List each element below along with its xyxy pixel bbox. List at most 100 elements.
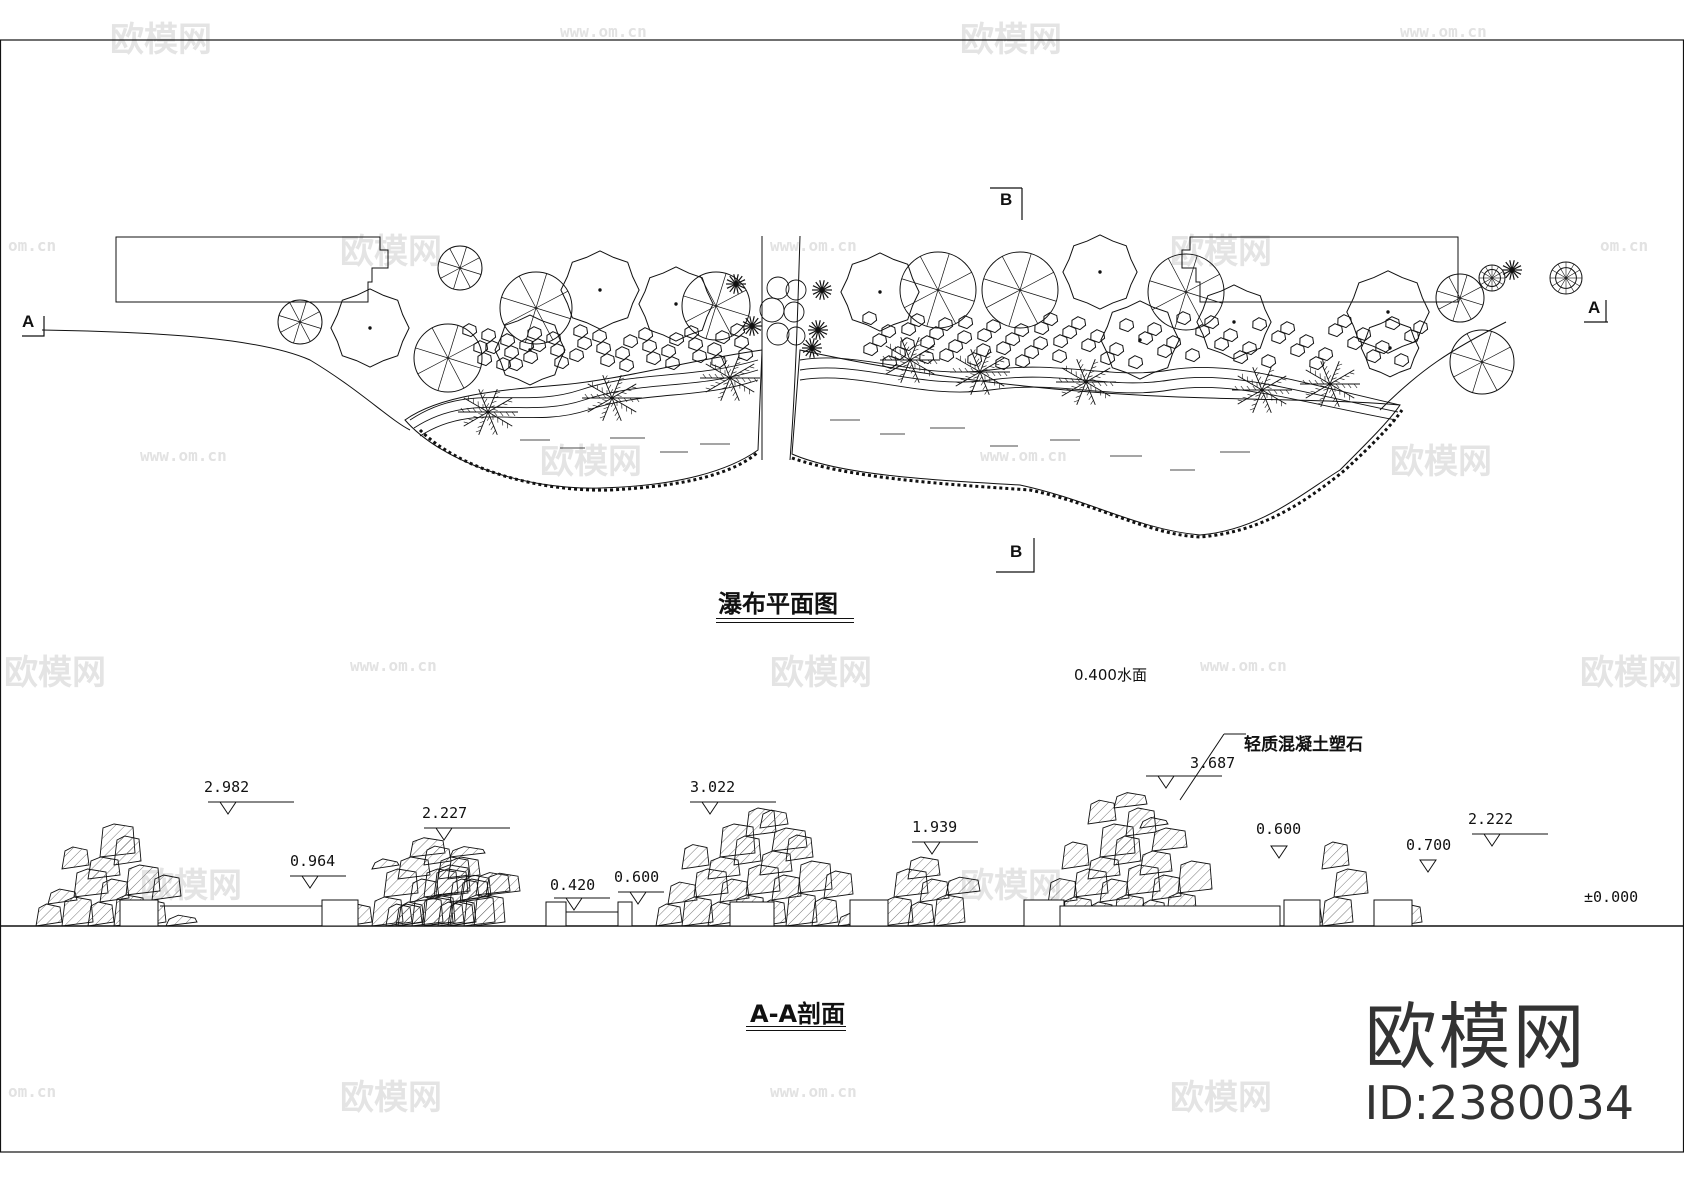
elevation-marker	[208, 801, 294, 815]
elevation-label: 0.600	[614, 868, 660, 886]
fern-symbol	[880, 337, 940, 383]
section-rock	[1177, 860, 1213, 894]
section-rock	[113, 835, 142, 866]
elevation-label: 3.687	[1190, 754, 1236, 772]
section-view	[0, 733, 1684, 927]
section-rock	[397, 856, 431, 880]
tree-symbol	[1449, 329, 1515, 395]
fern-symbol	[582, 375, 642, 421]
shrub-symbol	[812, 280, 832, 300]
rock-symbol	[1252, 317, 1268, 332]
elevation-markers	[208, 775, 1548, 911]
elevation-marker	[690, 801, 776, 815]
watermark-brand: 欧模网	[1390, 442, 1492, 482]
fern-symbol	[1056, 359, 1116, 405]
rock-symbol	[669, 332, 685, 347]
elevation-label: 2.982	[204, 778, 250, 796]
plan-trees	[277, 234, 1583, 395]
tree-symbol	[330, 288, 410, 368]
plan-title-underline	[716, 618, 854, 619]
rock-symbol	[948, 339, 964, 354]
section-rock	[61, 896, 94, 927]
section-rock	[1125, 807, 1157, 837]
rock-symbol	[1404, 329, 1420, 344]
watermark-url: om.cn	[8, 236, 57, 255]
section-mark-a-right: A	[1588, 298, 1601, 317]
rock-symbol	[1034, 321, 1050, 336]
tree-symbol	[1062, 234, 1138, 310]
fern-symbol	[950, 349, 1010, 395]
rock-symbol	[986, 319, 1002, 334]
rock-symbol	[1375, 340, 1391, 355]
rock-symbol	[1366, 349, 1382, 364]
watermark-brand: 欧模网	[340, 1078, 442, 1118]
rock-symbol	[1100, 351, 1116, 366]
plan-title: 瀑布平面图	[718, 590, 838, 618]
plan-title-underline	[716, 622, 854, 623]
rock-symbol	[910, 313, 926, 328]
watermark-url: www.om.cn	[770, 1082, 857, 1101]
rock-symbol	[1385, 316, 1401, 331]
rock-symbol	[684, 325, 700, 340]
brand-name: 欧模网	[1364, 995, 1587, 1079]
section-rock	[1113, 835, 1142, 866]
rock-symbol	[508, 357, 524, 372]
rock-symbol	[546, 331, 562, 346]
rock-symbol	[901, 322, 917, 337]
rock-symbol	[995, 356, 1011, 371]
rock-symbol	[958, 315, 974, 330]
rock-symbol	[473, 340, 489, 355]
rock-symbol	[862, 311, 878, 326]
tree-symbol	[1549, 261, 1583, 295]
brand-block: 欧模网 ID:2380034	[1365, 997, 1634, 1129]
section-rock	[945, 876, 981, 896]
rock-symbol	[1166, 335, 1182, 350]
section-rock	[655, 903, 683, 927]
rock-symbol	[1014, 323, 1030, 338]
shrub-symbol	[808, 320, 828, 340]
rock-symbol	[1214, 337, 1230, 352]
rock-symbol	[1204, 315, 1220, 330]
section-rock	[1113, 792, 1148, 809]
rock-symbol	[1223, 328, 1239, 343]
section-base-block	[321, 899, 359, 927]
fern-symbol	[458, 389, 518, 435]
watermark-brand: 欧模网	[770, 653, 872, 693]
elevation-label: 0.964	[290, 852, 336, 870]
tree-symbol	[981, 251, 1059, 329]
tree-symbol	[499, 271, 573, 345]
tree-symbol	[638, 266, 714, 342]
rock-symbol	[481, 328, 497, 343]
rock-symbol	[519, 338, 535, 353]
section-rock	[681, 896, 714, 927]
section-rock	[1087, 856, 1121, 880]
rock-symbol	[881, 324, 897, 339]
watermark-brand: 欧模网	[340, 232, 442, 272]
rock-symbol	[592, 329, 608, 344]
rock-symbol	[1318, 347, 1334, 362]
tree-symbol	[840, 252, 920, 332]
rock-symbol	[550, 343, 566, 358]
pool-outline-right	[791, 349, 1401, 536]
rock-symbol	[967, 352, 983, 367]
rock-symbol	[1299, 334, 1315, 349]
rock-symbol	[1071, 316, 1087, 331]
elevation-marker	[912, 841, 978, 855]
watermark-url: www.om.cn	[770, 236, 857, 255]
section-rock	[165, 914, 198, 927]
tree-symbol	[277, 299, 323, 345]
rock-symbol	[646, 351, 662, 366]
rock-symbol	[1033, 336, 1049, 351]
section-rock	[447, 856, 481, 880]
plan-ferns	[458, 337, 1360, 435]
section-rock	[707, 856, 741, 880]
rock-symbol	[496, 357, 512, 372]
tree-symbol	[1435, 273, 1485, 323]
rock-symbol	[569, 348, 585, 363]
sheet-frame	[0, 39, 1684, 1153]
watermark-url: www.om.cn	[1200, 656, 1287, 675]
rock-symbol	[642, 339, 658, 354]
rock-symbol	[1015, 354, 1031, 369]
watermark-brand: 欧模网	[1170, 232, 1272, 272]
